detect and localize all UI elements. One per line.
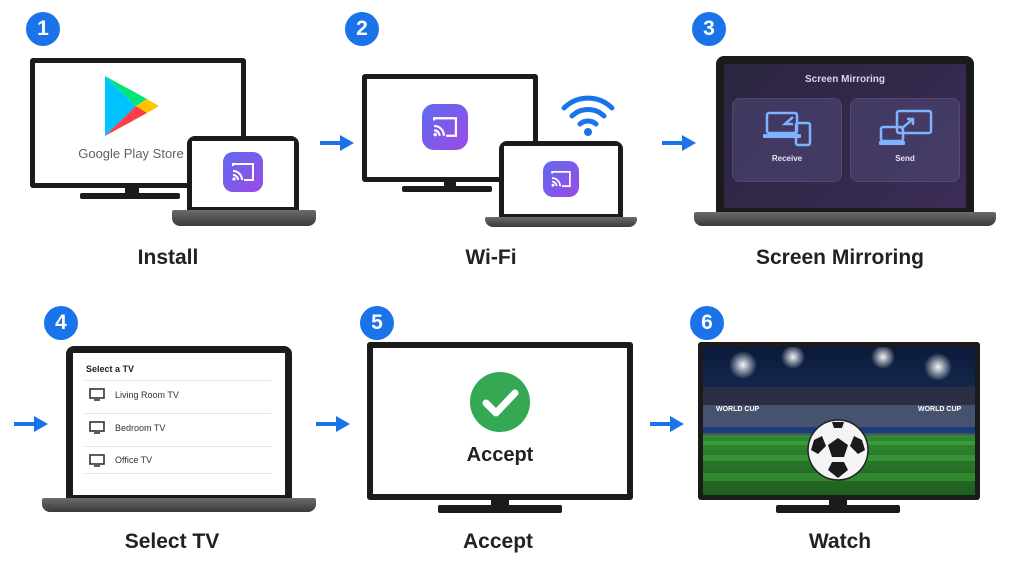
step1-tv: [30, 58, 246, 188]
cast-icon: [433, 117, 457, 137]
tv-option-office[interactable]: Office TV: [85, 446, 271, 474]
soccer-ball-icon: [807, 419, 869, 481]
step-label-install: Install: [137, 246, 199, 269]
send-label: Send: [895, 154, 915, 163]
tv-icon: [89, 388, 105, 401]
tv-option-label: Living Room TV: [115, 389, 179, 400]
accept-screen-text: Accept: [466, 444, 534, 466]
arrow-right-icon: [14, 416, 48, 432]
receive-label: Receive: [771, 154, 803, 163]
step6-tv: WORLD CUP WORLD CUP: [698, 342, 980, 500]
select-tv-screen: Select a TV Living Room TV Bedroom TV Of…: [73, 353, 285, 495]
play-store-label: Google Play Store: [78, 146, 184, 161]
mirror-app-screen: Screen Mirroring Receive Send: [724, 64, 966, 208]
tv-option-label: Office TV: [115, 455, 153, 465]
cast-icon: [551, 171, 571, 187]
step-number-3: 3: [692, 12, 726, 46]
step-number-5: 5: [360, 306, 394, 340]
tv-icon: [89, 421, 105, 434]
step-number-4: 4: [44, 306, 78, 340]
step-number-1: 1: [26, 12, 60, 46]
send-card[interactable]: Send: [850, 98, 960, 182]
arrow-right-icon: [320, 135, 354, 151]
step5-tv: Accept: [367, 342, 633, 500]
cast-icon: [232, 163, 254, 181]
receive-card[interactable]: Receive: [732, 98, 842, 182]
arrow-right-icon: [662, 135, 696, 151]
wifi-icon: [561, 95, 615, 136]
cast-app-icon-tv: [422, 104, 468, 150]
step-label-select-tv: Select TV: [124, 530, 220, 553]
play-store-icon: [105, 76, 159, 136]
step-label-watch: Watch: [808, 530, 872, 553]
cast-app-icon-laptop: [543, 161, 579, 197]
step4-laptop: Select a TV Living Room TV Bedroom TV Of…: [66, 346, 292, 500]
mirror-app-title: Screen Mirroring: [804, 74, 886, 85]
send-icon: [879, 109, 933, 145]
banner-text-right: WORLD CUP: [918, 406, 962, 413]
checkmark-icon: [470, 372, 530, 432]
step-label-accept: Accept: [462, 530, 534, 553]
tv-icon: [89, 453, 105, 467]
arrow-right-icon: [316, 416, 350, 432]
step-number-6: 6: [690, 306, 724, 340]
step-label-wifi: Wi-Fi: [465, 246, 517, 269]
tv-option-bedroom[interactable]: Bedroom TV: [85, 413, 271, 441]
banner-text-left: WORLD CUP: [716, 406, 760, 413]
receive-icon: [763, 111, 812, 147]
step-number-2: 2: [345, 12, 379, 46]
tv-option-label: Bedroom TV: [115, 422, 166, 433]
arrow-right-icon: [650, 416, 684, 432]
tv-option-living-room[interactable]: Living Room TV: [85, 380, 271, 408]
step3-laptop: Screen Mirroring Receive Send: [716, 56, 974, 214]
select-tv-title: Select a TV: [86, 364, 135, 374]
cast-app-icon: [223, 152, 263, 192]
step-label-screen-mirroring: Screen Mirroring: [755, 246, 925, 269]
